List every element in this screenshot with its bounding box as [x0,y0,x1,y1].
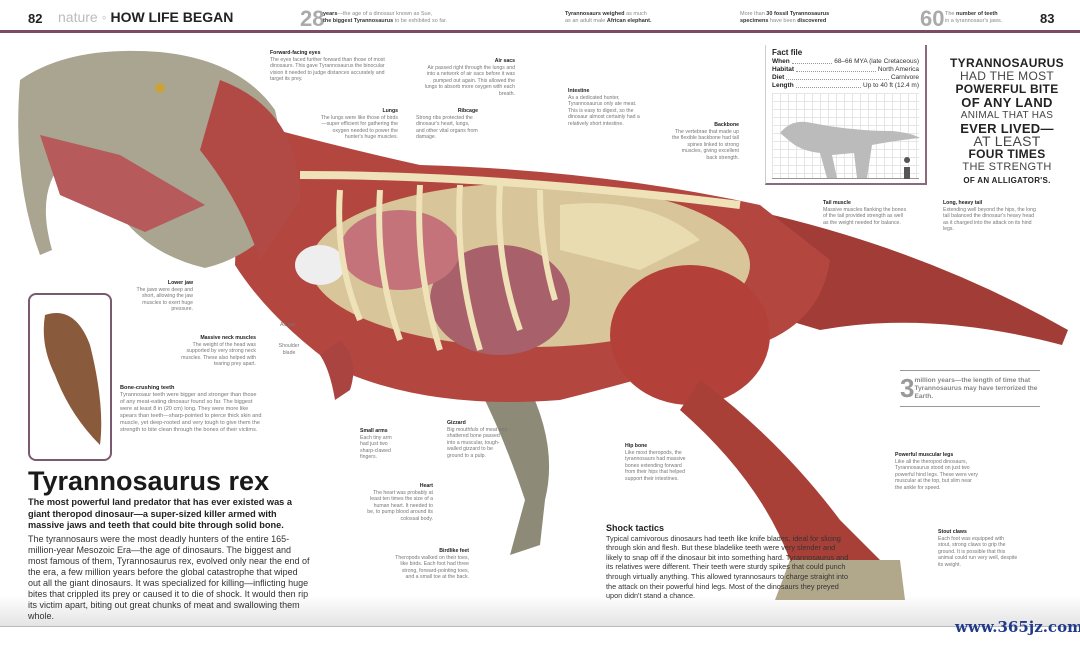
size-comparison-grid [772,93,920,179]
mouth [40,135,205,232]
trex-silhouette-icon [780,121,920,179]
far-leg [480,370,550,555]
thigh-muscle [610,265,770,405]
stat-28-text: years—the age of a dinosaur known as Sue… [323,11,448,24]
running-head: nature ◦ HOW LIFE BEGAN [58,9,234,25]
lungs [340,210,460,290]
eye [155,83,165,93]
near-foot [775,560,905,600]
tooth-icon [43,313,102,445]
near-leg [680,380,900,600]
page-number-right: 83 [1040,11,1055,26]
annotation-shoulder-blade: Shoulder blade [278,343,300,356]
fact-file-title: Fact file [772,48,803,57]
hip-bone [560,203,700,270]
air-sac [295,245,345,285]
floor-shadow [0,595,1080,627]
stat-60-number: 60 [920,6,945,31]
backbone [299,171,741,209]
neck-muscle [200,80,300,260]
intro-text: The tyrannosaurs were the most deadly hu… [28,534,310,621]
tooth-photo-box [28,293,112,461]
arm [320,340,354,400]
stat-28-number: 28 [300,6,325,31]
section-name: nature [58,9,98,25]
page-title: Tyrannosaurus rex [28,466,270,496]
page-subtitle: The most powerful land predator that has… [28,497,292,530]
page-header [0,0,1080,33]
annotation-air-sac: Air sac [280,322,296,328]
watermark: www.365jz.com [955,618,1080,636]
chapter-name: HOW LIFE BEGAN [110,9,234,25]
human-silhouette-icon [904,157,911,179]
ribs [336,184,558,351]
page-number-left: 82 [28,11,43,26]
